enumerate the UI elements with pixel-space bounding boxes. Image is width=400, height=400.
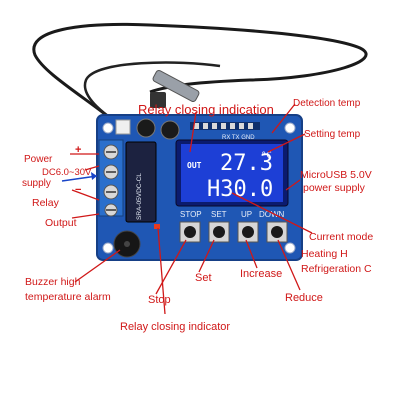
- label-usb-line1: MicroUSB 5.0V: [300, 169, 372, 181]
- button-label-down: DOWN: [259, 210, 285, 219]
- label-supply: supply: [22, 178, 51, 189]
- label-plus: +: [75, 144, 81, 156]
- down-button[interactable]: [266, 221, 288, 243]
- label-power: Power: [24, 154, 53, 165]
- up-button[interactable]: [237, 221, 259, 243]
- label-usb-line2: power supply: [303, 182, 366, 194]
- lcd-screen: [175, 139, 289, 207]
- button-label-up: UP: [241, 210, 252, 219]
- label-set: Set: [195, 272, 212, 284]
- button-label-stop: STOP: [180, 210, 202, 219]
- label-minus: −: [75, 184, 81, 196]
- label-buzzer-line1: Buzzer high: [25, 276, 81, 288]
- label-relay-closing-indication: Relay closing indication: [138, 102, 274, 117]
- label-current-mode: Current mode: [309, 231, 373, 243]
- label-relay-closing-indicator: Relay closing indicator: [120, 321, 230, 333]
- button-label-set: SET: [211, 210, 227, 219]
- relay-label: SRA-05VDC-CL: [136, 173, 143, 220]
- pin-header: [190, 122, 260, 130]
- label-refrigeration: Refrigeration C: [301, 263, 372, 275]
- lcd-temperature: 27.3: [220, 151, 273, 176]
- label-setting-temp: Setting temp: [304, 129, 361, 140]
- lcd-mode-setting: H30.0: [207, 177, 273, 202]
- set-button[interactable]: [208, 221, 230, 243]
- probe-cable: [32, 22, 368, 132]
- lcd-out-label: OUT: [187, 161, 202, 170]
- supply-arrow-head: [91, 172, 97, 180]
- screw-terminal-block: [98, 139, 124, 217]
- label-dc-voltage: DC6.0~30V: [42, 167, 92, 178]
- label-relay: Relay: [32, 197, 60, 209]
- relay: [125, 141, 157, 223]
- relay-led: [154, 224, 160, 229]
- label-stop: Stop: [148, 294, 171, 306]
- label-detection-temp: Detection temp: [293, 98, 361, 109]
- header-silkscreen: RX TX GND: [222, 135, 255, 141]
- supply-arrow: [61, 175, 98, 182]
- capacitors: [115, 118, 180, 140]
- lcd-unit: °C: [261, 151, 272, 161]
- label-increase: Increase: [240, 268, 282, 280]
- label-reduce: Reduce: [285, 292, 323, 304]
- label-buzzer-line2: temperature alarm: [25, 291, 111, 303]
- probe-sensor: [150, 69, 200, 108]
- buzzer: [113, 230, 141, 258]
- annotation-lines: [70, 103, 313, 315]
- stop-button[interactable]: [179, 221, 201, 243]
- label-output: Output: [45, 217, 77, 229]
- label-heating: Heating H: [301, 248, 348, 260]
